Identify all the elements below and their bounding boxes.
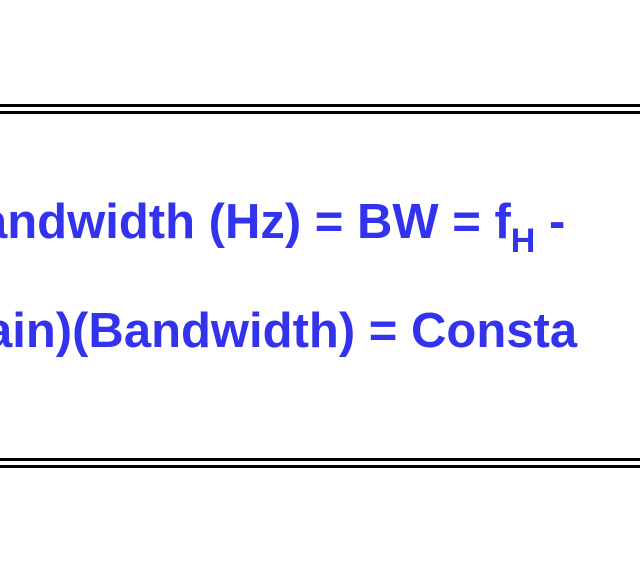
bandwidth-formula-subscript: H <box>510 222 536 260</box>
gain-bandwidth-formula-text: ain)(Bandwidth) = Consta <box>0 304 578 358</box>
bandwidth-formula-tail: - <box>535 195 566 249</box>
bottom-border-line-outer <box>0 465 640 468</box>
top-border-line-inner <box>0 111 640 114</box>
top-border-line-outer <box>0 104 640 107</box>
bandwidth-formula: andwidth (Hz) = BW = fH - <box>0 195 566 259</box>
bandwidth-formula-main: andwidth (Hz) = BW = f <box>0 195 511 249</box>
gain-bandwidth-formula: ain)(Bandwidth) = Consta <box>0 307 577 356</box>
bottom-border-line-inner <box>0 458 640 461</box>
